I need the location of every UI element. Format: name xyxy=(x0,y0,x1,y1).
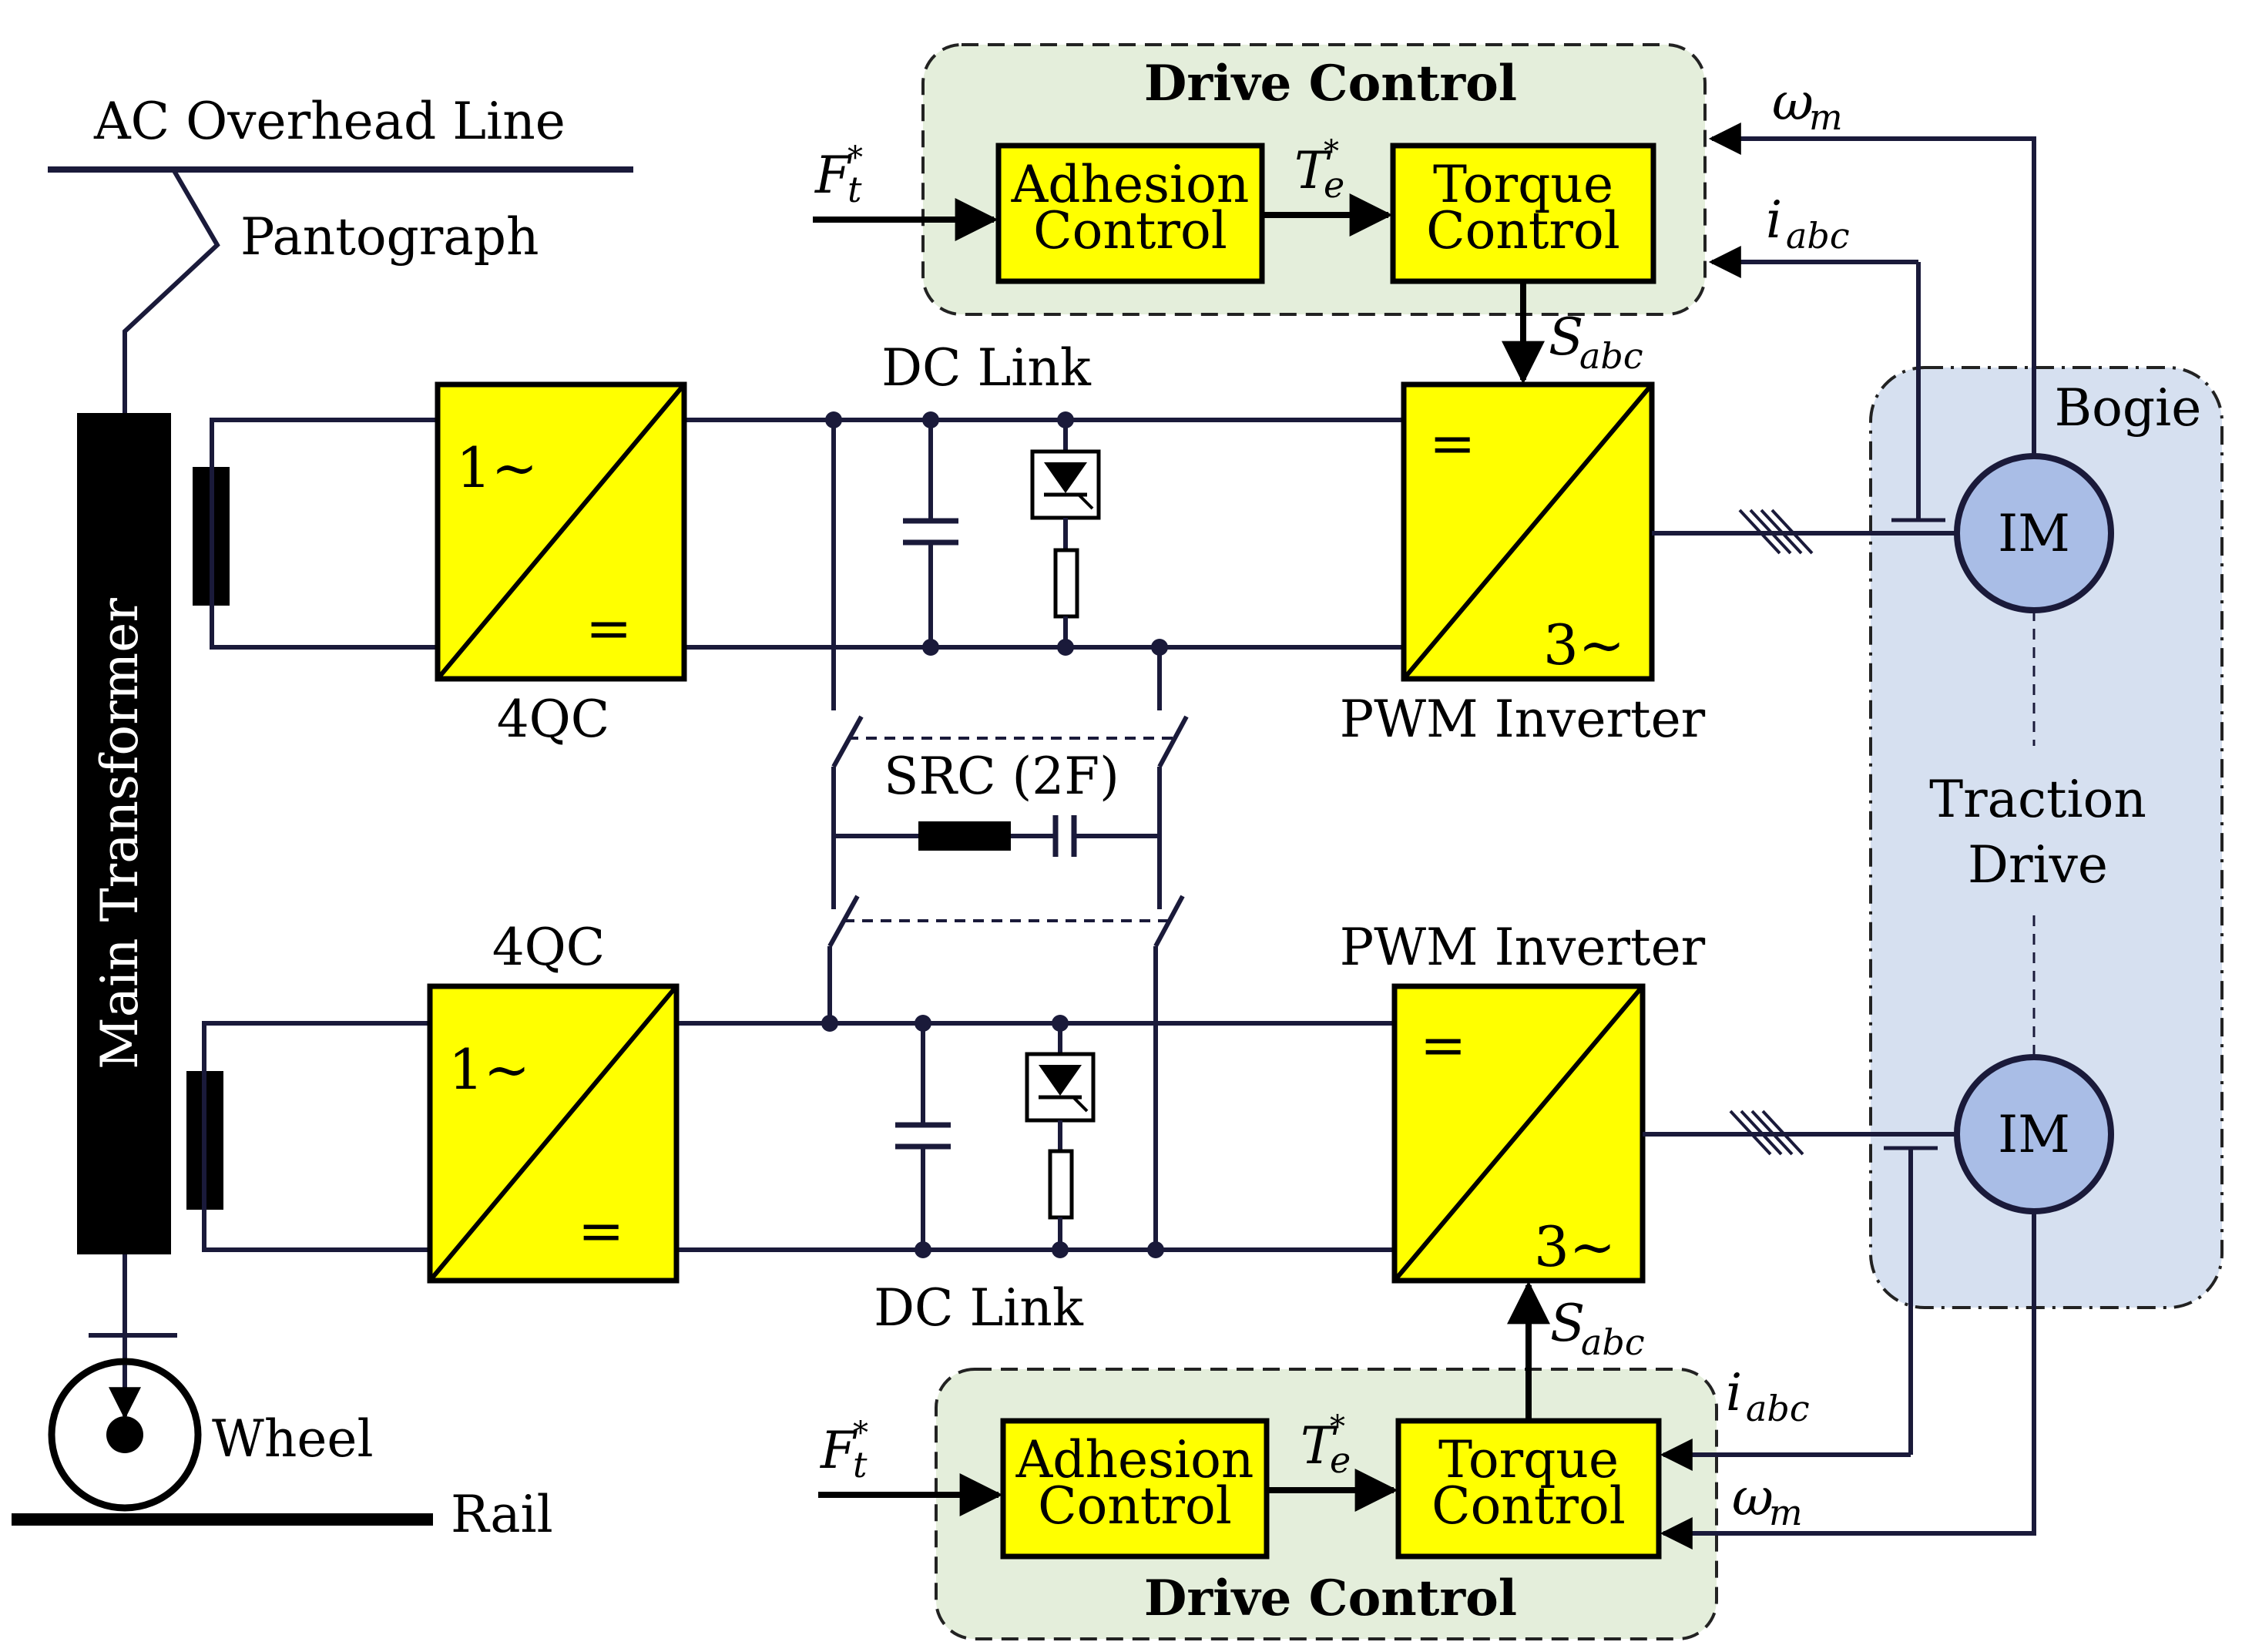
force-ref-label-bottom: F t * xyxy=(820,1415,868,1486)
force-ref-label-top: F t * xyxy=(814,140,863,210)
three-phase-line-top xyxy=(1652,262,1957,555)
dc-link-bottom-label: DC Link xyxy=(874,1278,1084,1338)
torque-control-top: Torque Control xyxy=(1390,143,1656,284)
svg-text:t: t xyxy=(847,169,862,210)
winding-wire-bottom xyxy=(202,1021,430,1252)
rail-label: Rail xyxy=(451,1485,553,1544)
current-label-top: i abc xyxy=(1766,190,1850,257)
adhesion-bottom-line2: Control xyxy=(1038,1476,1232,1536)
pwm-inverter-bottom: = 3~ xyxy=(1391,983,1646,1284)
pwm-bottom-dc-symbol: = xyxy=(1420,1012,1466,1077)
adhesion-control-top: Adhesion Control xyxy=(995,143,1265,284)
adhesion-control-bottom: Adhesion Control xyxy=(1000,1418,1270,1560)
pwm-bottom-label: PWM Inverter xyxy=(1340,918,1706,977)
pantograph xyxy=(123,168,220,415)
src-resonant-circuit xyxy=(827,420,1189,1250)
svg-text:T: T xyxy=(1301,1416,1338,1476)
torque-top-line1: Torque xyxy=(1433,155,1613,214)
pwm-top-ac-symbol: 3~ xyxy=(1543,613,1625,677)
speed-label-bottom: ω m xyxy=(1732,1468,1803,1533)
svg-text:i: i xyxy=(1766,190,1782,250)
torque-bottom-line1: Torque xyxy=(1438,1430,1619,1489)
torque-ref-label-bottom: T e * xyxy=(1301,1409,1351,1481)
traction-label: Traction xyxy=(1929,770,2146,829)
adhesion-top-line1: Adhesion xyxy=(1011,155,1250,214)
svg-text:i: i xyxy=(1726,1363,1742,1422)
svg-text:abc: abc xyxy=(1786,215,1850,257)
dc-link-top xyxy=(825,411,1168,656)
svg-text:S: S xyxy=(1550,1294,1585,1353)
im-top-label: IM xyxy=(1998,504,2070,563)
torque-bottom-line2: Control xyxy=(1431,1476,1626,1536)
svg-text:*: * xyxy=(847,140,863,176)
adhesion-top-line2: Control xyxy=(1033,201,1227,260)
bogie-label: Bogie xyxy=(2055,378,2202,438)
svg-text:S: S xyxy=(1549,307,1583,367)
switching-label-bottom: S abc xyxy=(1550,1294,1645,1363)
wheel-label: Wheel xyxy=(212,1409,374,1469)
src-label: SRC (2F) xyxy=(884,747,1119,806)
svg-text:*: * xyxy=(1324,134,1339,170)
pwm-bottom-ac-symbol: 3~ xyxy=(1534,1214,1616,1279)
svg-text:abc: abc xyxy=(1746,1388,1810,1429)
torque-top-line2: Control xyxy=(1426,201,1620,260)
qc-top-label: 4QC xyxy=(497,690,610,749)
main-transformer xyxy=(77,413,171,1254)
svg-text:*: * xyxy=(1330,1409,1345,1445)
svg-text:F: F xyxy=(820,1421,858,1480)
adhesion-bottom-line1: Adhesion xyxy=(1015,1430,1254,1489)
qc-top-dc-symbol: = xyxy=(586,596,632,660)
pwm-top-dc-symbol: = xyxy=(1429,411,1475,475)
svg-text:ω: ω xyxy=(1732,1468,1774,1527)
svg-text:F: F xyxy=(814,146,852,205)
qc-converter-bottom: 1~ = xyxy=(427,983,680,1284)
svg-text:m: m xyxy=(1809,96,1843,138)
pwm-inverter-top: = 3~ xyxy=(1401,381,1655,682)
torque-control-bottom: Torque Control xyxy=(1395,1418,1662,1560)
main-transformer-label: Main Transformer xyxy=(90,598,149,1069)
qc-bottom-dc-symbol: = xyxy=(578,1198,624,1263)
speed-feedback-top xyxy=(1708,123,2036,456)
ac-line-label: AC Overhead Line xyxy=(93,92,566,151)
winding-wire-top xyxy=(210,418,438,650)
speed-feedback-bottom xyxy=(1660,1211,2036,1550)
wheel-hub xyxy=(106,1416,143,1453)
svg-text:t: t xyxy=(853,1444,868,1486)
drive-label: Drive xyxy=(1968,835,2108,895)
current-label-bottom: i abc xyxy=(1726,1363,1810,1429)
svg-text:*: * xyxy=(853,1415,868,1451)
switching-label-top: S abc xyxy=(1549,307,1643,377)
dc-link-top-label: DC Link xyxy=(881,338,1092,398)
svg-text:abc: abc xyxy=(1581,1321,1645,1363)
svg-text:abc: abc xyxy=(1579,335,1643,377)
drive-control-bottom-title: Drive Control xyxy=(1144,1570,1517,1627)
qc-bottom-ac-symbol: 1~ xyxy=(448,1037,530,1102)
pwm-top-label: PWM Inverter xyxy=(1340,690,1706,749)
svg-text:e: e xyxy=(1330,1439,1351,1481)
wheel xyxy=(48,1358,202,1512)
bogie-region xyxy=(1869,366,2224,1309)
speed-label-top: ω m xyxy=(1772,72,1843,138)
im-bottom-label: IM xyxy=(1998,1105,2070,1164)
torque-ref-label-top: T e * xyxy=(1294,134,1344,206)
qc-top-ac-symbol: 1~ xyxy=(456,435,538,500)
dc-link-bottom xyxy=(821,1015,1164,1258)
svg-text:e: e xyxy=(1324,164,1344,206)
qc-converter-top: 1~ = xyxy=(435,381,687,682)
svg-text:m: m xyxy=(1769,1492,1803,1533)
svg-text:ω: ω xyxy=(1772,72,1814,132)
qc-bottom-label: 4QC xyxy=(492,918,606,977)
svg-text:T: T xyxy=(1294,141,1332,200)
three-phase-line-bottom xyxy=(1643,1110,1957,1455)
drive-control-top-title: Drive Control xyxy=(1144,55,1517,112)
pantograph-label: Pantograph xyxy=(240,207,539,267)
